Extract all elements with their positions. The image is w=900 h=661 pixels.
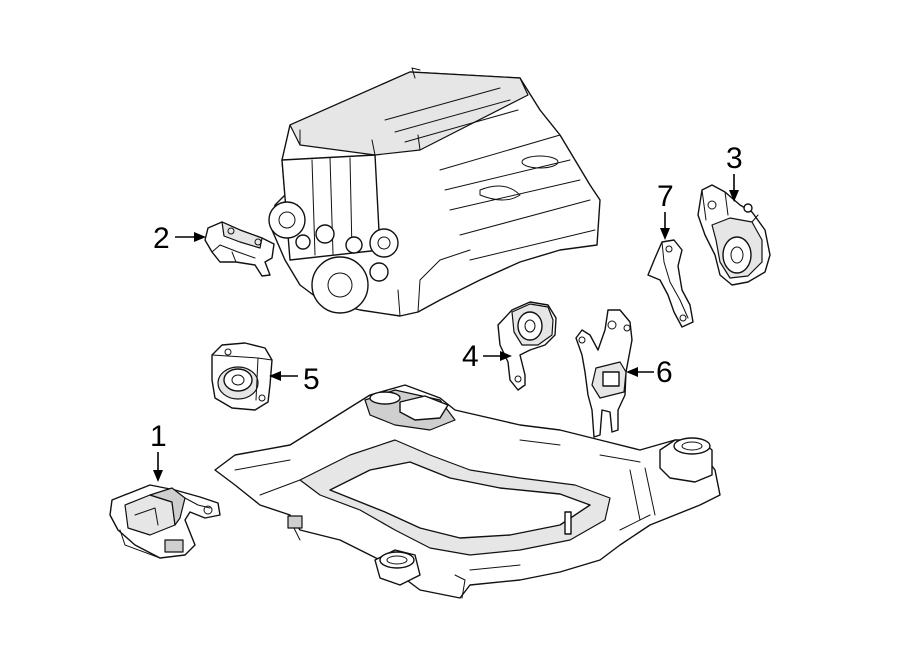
part-6-bracket-assembly — [575, 309, 633, 438]
part-7-bracket — [647, 239, 694, 328]
part-4-engine-mount — [497, 301, 557, 391]
part-1-engine-mount — [109, 484, 221, 559]
arrowhead-7 — [660, 228, 670, 240]
arrowhead-2 — [194, 232, 206, 242]
callout-1: 1 — [150, 420, 167, 482]
engine-cradle-subframe — [214, 384, 721, 599]
callout-label-7: 7 — [657, 180, 674, 213]
part-3-transmission-mount — [697, 184, 771, 286]
arrowhead-3 — [729, 190, 739, 202]
callout-label-5: 5 — [303, 363, 320, 396]
arrowhead-1 — [153, 470, 163, 482]
callout-2: 2 — [153, 222, 206, 255]
callout-label-3: 3 — [726, 142, 743, 175]
callout-4: 4 — [462, 340, 512, 373]
engine-block — [268, 67, 601, 317]
callout-label-4: 4 — [462, 340, 479, 373]
callout-7: 7 — [657, 180, 674, 240]
arrowhead-5 — [269, 371, 281, 381]
part-5-mount-insulator — [211, 342, 273, 411]
arrowhead-6 — [626, 367, 638, 377]
callout-5: 5 — [269, 363, 320, 396]
callout-label-2: 2 — [153, 222, 170, 255]
callout-3: 3 — [726, 142, 743, 202]
arrowhead-4 — [500, 351, 512, 361]
callout-6: 6 — [626, 356, 673, 389]
callout-label-6: 6 — [656, 356, 673, 389]
part-2-mount-bracket — [204, 221, 275, 277]
callout-label-1: 1 — [150, 420, 167, 453]
